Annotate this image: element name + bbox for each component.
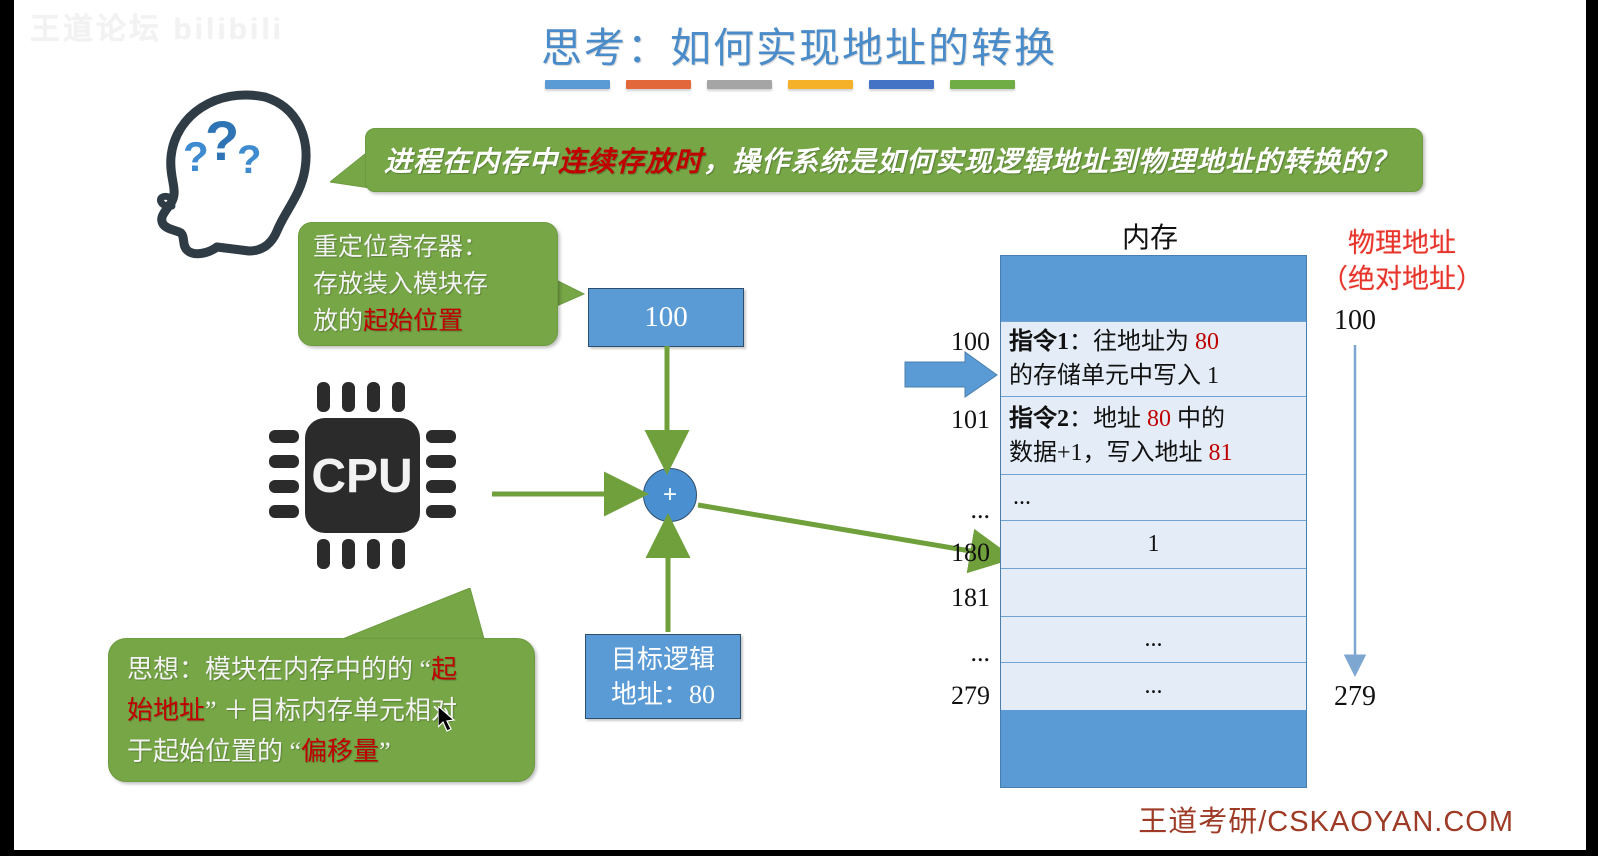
accent-bar-4 <box>788 80 853 89</box>
reloc-line3-pre: 放的 <box>313 308 364 335</box>
accent-bar-5 <box>869 80 934 89</box>
physical-address-title-line2: （绝对地址） <box>1321 264 1483 294</box>
row1-red1: 80 <box>1147 405 1171 432</box>
address-label-ellipsis-2: ... <box>970 638 991 667</box>
question-mark-icon: ? ? ? <box>183 109 261 182</box>
title-accent-bars <box>545 80 1015 89</box>
table-row <box>1001 568 1306 616</box>
letterbox-bottom <box>0 850 1598 856</box>
svg-text:?: ? <box>183 133 209 180</box>
accent-bar-1 <box>545 80 610 89</box>
letterbox-right <box>1586 0 1598 856</box>
physical-address-title-line1: 物理地址 <box>1348 228 1456 258</box>
question-part1: 进程在内存中 <box>384 147 559 178</box>
address-label-181: 181 <box>951 583 990 612</box>
letterbox-left <box>0 0 14 856</box>
row0-instr-label: 指令1 <box>1009 329 1069 355</box>
idea-l1-pre: 思想：模块在内存中的的 “ <box>127 655 432 684</box>
watermark-bottom-right: 王道考研/CSKAOYAN.COM <box>1138 806 1514 838</box>
idea-line-3: 于起始位置的 “偏移量” <box>127 731 534 772</box>
cpu-label: CPU <box>311 450 412 503</box>
row1-red2: 81 <box>1208 439 1233 466</box>
address-label-180: 180 <box>951 538 990 567</box>
svg-text:?: ? <box>237 138 261 182</box>
idea-callout-text: 思想：模块在内存中的的 “起 始地址” ＋目标内存单元相对 于起始位置的 “偏移… <box>109 639 534 772</box>
relocation-register-callout: 重定位寄存器： 存放装入模块存 放的起始位置 <box>298 222 558 346</box>
physical-address-end: 279 <box>1334 681 1376 712</box>
question-callout-text: 进程在内存中连续存放时，操作系统是如何实现逻辑地址到物理地址的转换的？ <box>366 140 1399 180</box>
relocation-register-value: 100 <box>644 301 688 333</box>
idea-l3-post: ” <box>379 737 391 766</box>
row1-seg4: 数据+1，写入地址 <box>1009 439 1209 466</box>
row3-value: 1 <box>1147 531 1160 557</box>
reloc-line3-highlight: 起始位置 <box>363 308 464 335</box>
memory-title: 内存 <box>1121 223 1178 254</box>
address-label-279: 279 <box>951 681 990 710</box>
question-part2: ，操作系统是如何实现逻辑地址到物理地址的转换的？ <box>703 147 1400 178</box>
memory-table: 指令1：往地址为 80 的存储单元中写入 1 指令2：地址 80 中的 数据+1… <box>1000 255 1307 788</box>
adder-symbol: + <box>662 481 677 508</box>
physical-address-start: 100 <box>1334 305 1376 336</box>
logical-address-line1: 目标逻辑 <box>610 644 715 674</box>
accent-bar-2 <box>626 80 691 89</box>
relocation-register-text: 重定位寄存器： 存放装入模块存 放的起始位置 <box>299 223 557 340</box>
idea-l1-highlight: 起 <box>431 655 458 684</box>
mouse-cursor <box>438 706 456 732</box>
reloc-line-2: 存放装入模块存 <box>313 271 489 298</box>
table-row: ... <box>1001 662 1306 710</box>
question-highlight: 连续存放时 <box>558 147 704 178</box>
idea-line-2: 始地址” ＋目标内存单元相对 <box>127 690 534 731</box>
idea-l2-post: ” ＋目标内存单元相对 <box>205 696 458 725</box>
idea-l3-pre: 于起始位置的 “ <box>127 737 302 766</box>
address-label-ellipsis-1: ... <box>970 495 991 524</box>
svg-text:?: ? <box>205 109 239 172</box>
table-row: 指令2：地址 80 中的 数据+1，写入地址 81 <box>1001 396 1306 474</box>
callout-tail-top <box>330 150 370 189</box>
relocation-register-box: 100 <box>588 288 744 347</box>
question-callout: 进程在内存中连续存放时，操作系统是如何实现逻辑地址到物理地址的转换的？ <box>365 128 1423 192</box>
table-row: ... <box>1001 616 1306 662</box>
row5-value: ... <box>1144 626 1163 652</box>
table-row: 1 <box>1001 520 1306 568</box>
accent-bar-6 <box>950 80 1015 89</box>
row1-seg3: 中的 <box>1171 405 1225 432</box>
idea-line-1: 思想：模块在内存中的的 “起 <box>127 649 534 690</box>
table-row: ... <box>1001 474 1306 520</box>
adder-node: + <box>643 468 697 522</box>
row6-value: ... <box>1144 673 1163 699</box>
idea-callout: 思想：模块在内存中的的 “起 始地址” ＋目标内存单元相对 于起始位置的 “偏移… <box>108 638 535 782</box>
cpu-icon: CPU <box>269 382 456 569</box>
row0-red1: 80 <box>1195 329 1219 355</box>
idea-l3-highlight: 偏移量 <box>301 737 380 766</box>
reloc-line-3: 放的起始位置 <box>313 303 557 340</box>
row1-seg2: ：地址 <box>1069 405 1147 432</box>
row1-instr-label: 指令2 <box>1009 405 1069 432</box>
accent-bar-3 <box>707 80 772 89</box>
watermark-top-left: 王道论坛 bilibili <box>30 13 284 46</box>
reloc-line-1: 重定位寄存器： <box>313 234 489 261</box>
address-label-100: 100 <box>951 327 990 356</box>
address-label-101: 101 <box>951 405 990 434</box>
callout-tail-reloc <box>552 278 586 309</box>
memory-region-below <box>1001 710 1306 787</box>
physical-address-title: 物理地址 （绝对地址） <box>1312 225 1492 297</box>
table-row: 指令1：往地址为 80 的存储单元中写入 1 <box>1001 321 1306 396</box>
instruction-pointer-arrow <box>904 351 998 398</box>
row2-value: ... <box>1013 484 1031 510</box>
page-title: 思考：如何实现地址的转换 <box>541 25 1057 71</box>
memory-region-above <box>1001 256 1306 321</box>
row0-seg2: ：往地址为 <box>1069 329 1195 355</box>
logical-address-line2: 地址：80 <box>610 679 715 709</box>
row0-seg3: 的存储单元中写入 1 <box>1009 363 1219 389</box>
idea-l2-highlight: 始地址 <box>127 696 206 725</box>
logical-address-box: 目标逻辑 地址：80 <box>585 634 741 719</box>
thinking-head-icon: ? ? ? <box>157 90 311 259</box>
